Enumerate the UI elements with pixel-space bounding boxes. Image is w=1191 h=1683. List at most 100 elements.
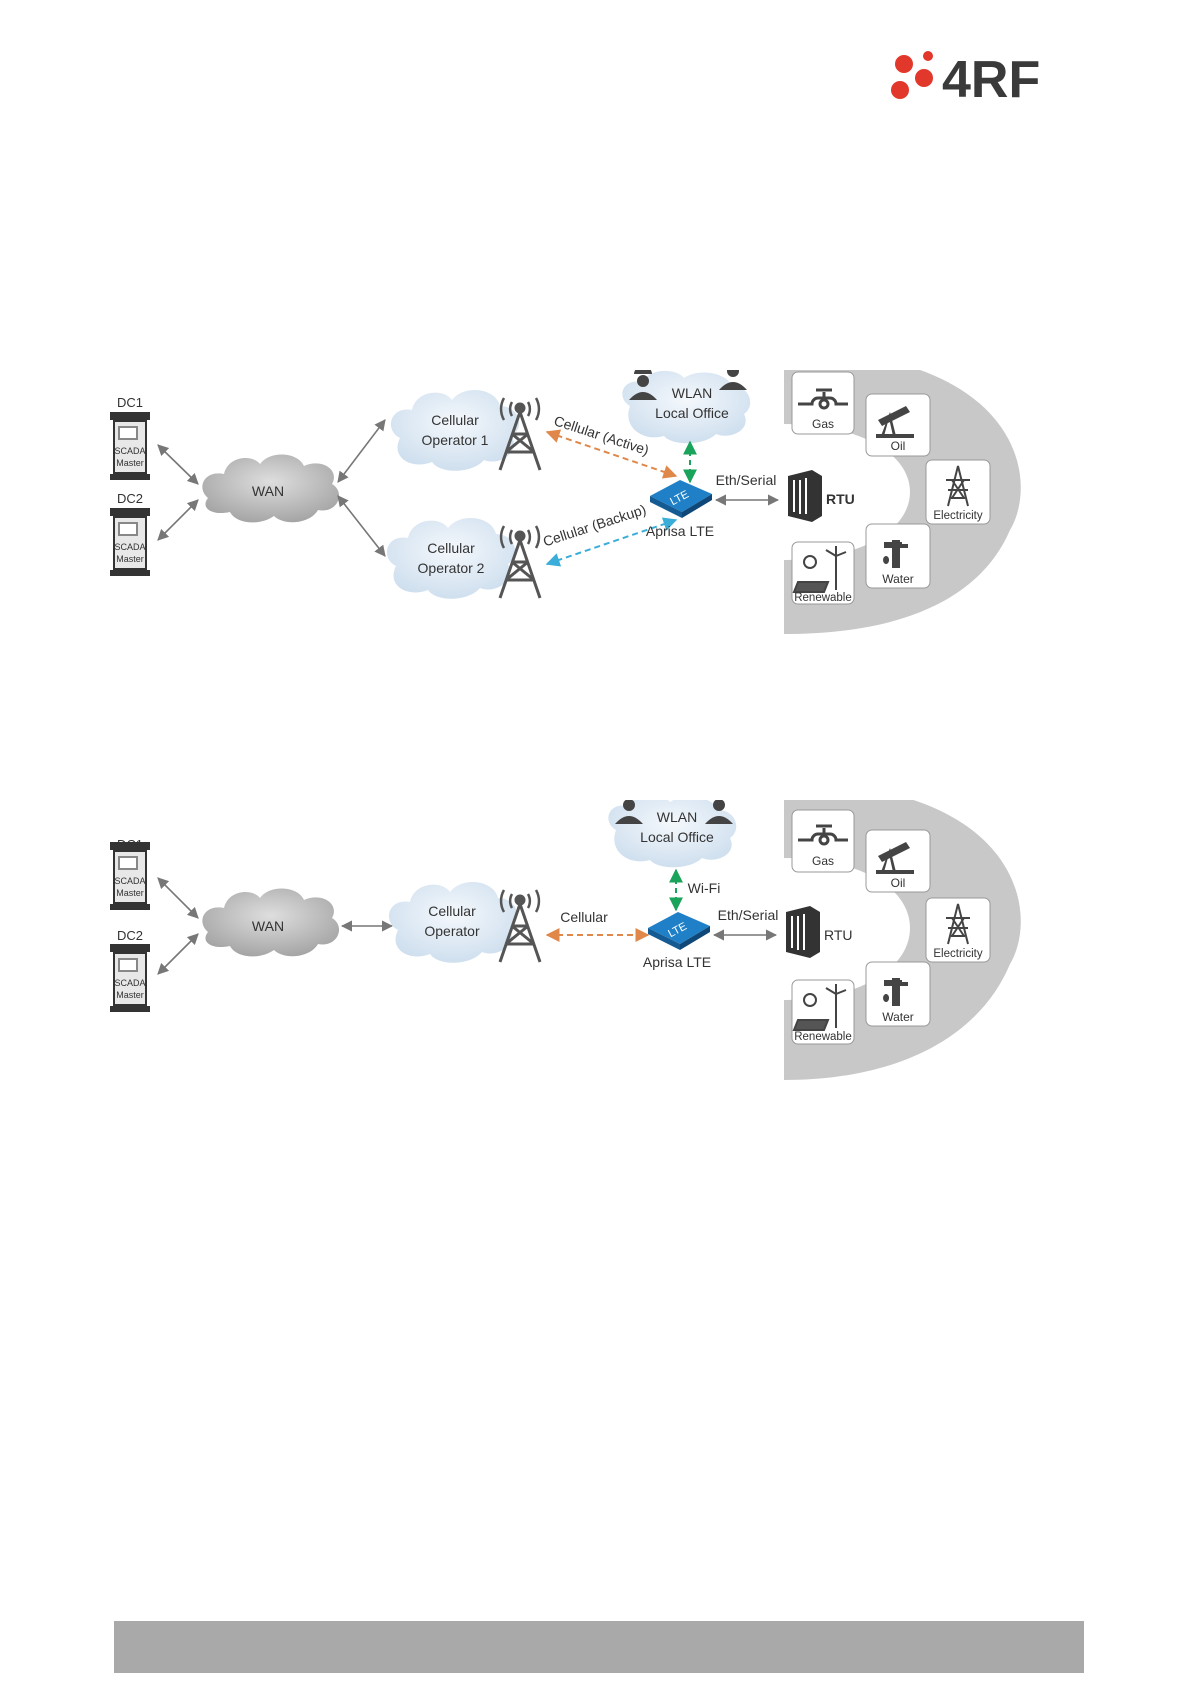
eth-serial-label: Eth/Serial (716, 472, 777, 488)
dc2-label: DC2 (117, 928, 143, 943)
server-rack-icon (110, 412, 150, 480)
server-rack-icon (110, 842, 150, 910)
dc2-scada-master: DC2 SCADA Master (110, 928, 150, 1012)
master-label: Master (116, 458, 144, 468)
op2-line1: Cellular (427, 540, 475, 556)
power-pylon-icon (946, 903, 970, 945)
scada-label: SCADA (114, 876, 145, 886)
cellular-operator-1-cloud: Cellular Operator 1 (390, 389, 520, 471)
cellular-backup-link (545, 517, 678, 567)
wan-op1-link (337, 419, 386, 483)
dc1-scada-master: DC1 SCADA Master (110, 837, 150, 910)
cellular-operator-2-cloud: Cellular Operator 2 (386, 517, 516, 599)
electricity-label: Electricity (933, 510, 982, 522)
logo-text: 4RF (942, 51, 1040, 106)
master-label: Master (116, 990, 144, 1000)
logo-mark-icon (891, 51, 933, 99)
water-pump-icon (883, 978, 908, 1006)
wlan-local-office-cloud: WLAN Local Office (622, 370, 751, 444)
power-pylon-icon (946, 465, 970, 507)
electricity-label: Electricity (933, 948, 982, 960)
gas-pipeline-icon (798, 388, 848, 410)
aprisa-lte-label: Aprisa LTE (646, 523, 714, 539)
gas-label: Gas (812, 417, 834, 431)
water-pump-icon (883, 540, 908, 568)
sector-renewable: Renewable (791, 541, 855, 605)
wlan-local-office-cloud: WLAN Local Office (608, 800, 737, 868)
op2-line2: Operator 2 (418, 560, 485, 576)
eth-serial-label: Eth/Serial (718, 907, 779, 923)
op1-line2: Operator 1 (422, 432, 489, 448)
wan-label: WAN (252, 483, 284, 499)
wlan-line1: WLAN (657, 809, 697, 825)
renewable-energy-icon (792, 546, 847, 593)
rtu-icon (788, 470, 822, 522)
sector-electricity: Electricity (925, 897, 991, 963)
scada-label: SCADA (114, 446, 145, 456)
network-diagram-dual-operator: DC1 SCADA Master DC2 SCADA Master WAN Ce… (110, 370, 1021, 634)
aprisa-lte-device: LTE (650, 480, 712, 518)
cellular-active-link (545, 429, 678, 479)
dc1-label: DC1 (117, 395, 143, 410)
op1-line1: Cellular (431, 412, 479, 428)
brand-logo: 4RF (891, 51, 1040, 106)
rtu-label: RTU (826, 491, 855, 507)
op-line1: Cellular (428, 903, 476, 919)
dc2-scada-master: DC2 SCADA Master (110, 491, 150, 576)
gas-label: Gas (812, 854, 834, 868)
cellular-operator-cloud: Cellular Operator (388, 881, 518, 963)
water-label: Water (882, 572, 914, 586)
oil-pumpjack-icon (876, 406, 914, 438)
dc2-label: DC2 (117, 491, 143, 506)
dc1-wan-link (157, 444, 199, 485)
cell-tower-icon (498, 889, 542, 963)
scada-label: SCADA (114, 978, 145, 988)
sector-oil: Oil (865, 393, 931, 457)
dc1-scada-master: DC1 SCADA Master (110, 395, 150, 480)
sector-electricity: Electricity (925, 459, 991, 525)
sector-water: Water (865, 523, 931, 589)
oil-label: Oil (891, 439, 906, 453)
worker-icon (719, 370, 747, 390)
worker-icon (615, 800, 643, 824)
water-label: Water (882, 1010, 914, 1024)
cellular-backup-label: Cellular (Backup) (541, 501, 648, 549)
wlan-line2: Local Office (655, 405, 729, 421)
wan-cloud: WAN (202, 888, 340, 957)
oil-pumpjack-icon (876, 842, 914, 874)
renewable-label: Renewable (794, 1031, 852, 1043)
sector-renewable: Renewable (791, 979, 855, 1045)
wan-op2-link (337, 495, 386, 557)
aprisa-lte-device: LTE (648, 912, 710, 950)
sector-oil: Oil (865, 829, 931, 893)
sector-gas: Gas (791, 371, 855, 435)
master-label: Master (116, 554, 144, 564)
rtu-icon (786, 906, 820, 958)
oil-label: Oil (891, 876, 906, 890)
dc1-wan-link (157, 877, 199, 919)
wlan-line1: WLAN (672, 385, 712, 401)
cell-tower-icon (498, 525, 542, 599)
worker-icon (705, 800, 733, 824)
dc2-wan-link (157, 499, 199, 541)
network-diagram-single-operator: DC1 SCADA Master DC2 SCADA Master WAN Ce… (110, 800, 1021, 1080)
server-rack-icon (110, 944, 150, 1012)
gas-pipeline-icon (798, 824, 848, 846)
worker-icon (629, 370, 657, 400)
wan-cloud: WAN (202, 454, 340, 523)
rtu-label: RTU (824, 927, 853, 943)
dc2-wan-link (157, 933, 199, 975)
wan-label: WAN (252, 918, 284, 934)
scada-label: SCADA (114, 542, 145, 552)
cell-tower-icon (498, 397, 542, 471)
renewable-label: Renewable (794, 592, 852, 604)
footer-bar (114, 1621, 1084, 1673)
aprisa-lte-label: Aprisa LTE (643, 954, 711, 970)
wlan-line2: Local Office (640, 829, 714, 845)
op-line2: Operator (424, 923, 480, 939)
renewable-energy-icon (792, 984, 847, 1031)
master-label: Master (116, 888, 144, 898)
wifi-label: Wi-Fi (688, 880, 721, 896)
cellular-label: Cellular (560, 909, 608, 925)
sector-gas: Gas (791, 809, 855, 873)
